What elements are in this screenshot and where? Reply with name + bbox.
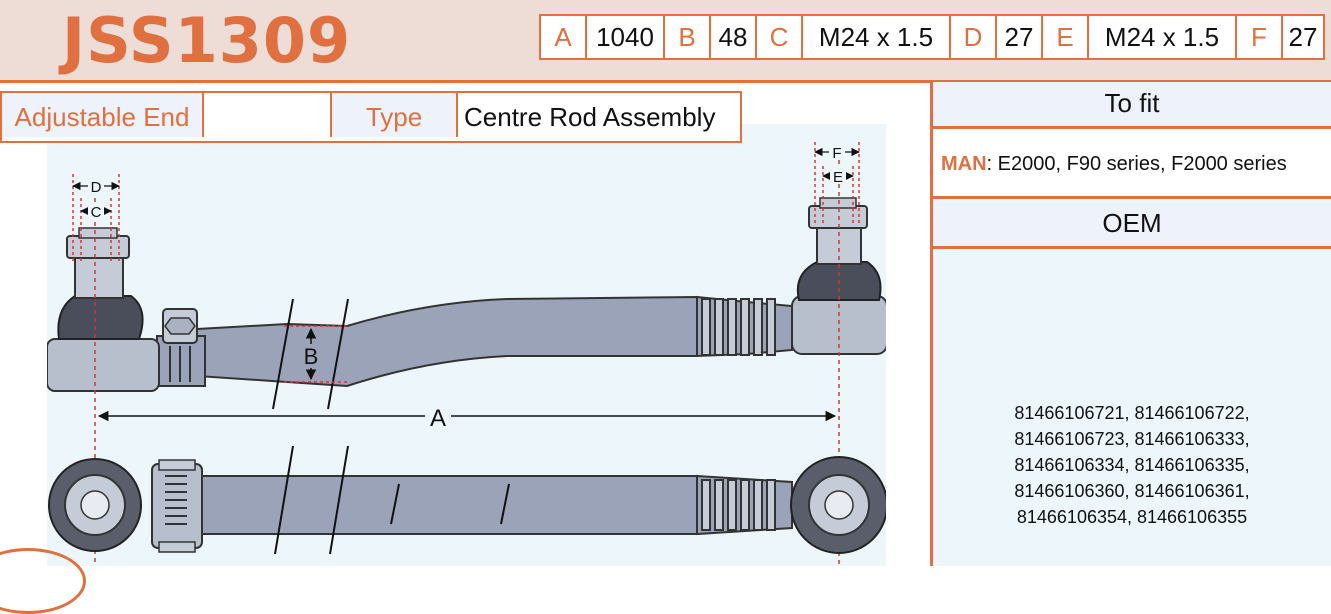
dim-label-d: D [949,16,995,58]
oem-number-list: 81466106721, 81466106722, 81466106723, 8… [933,400,1331,530]
dim-label-a: A [554,22,572,52]
dimension-table: A 1040 B 48 C M24 x 1.5 D 27 E M24 x 1.5… [539,14,1325,60]
type-label: Type [330,93,456,137]
left-joint-housing [46,338,160,392]
header-band: JSS1309 A 1040 B 48 C M24 x 1.5 D 27 E M… [0,0,1331,83]
technical-drawing: B A D C F E [46,124,888,566]
dim-value-e: M24 x 1.5 [1087,16,1235,58]
fit-models: E2000, F90 series, F2000 series [997,153,1287,175]
dim-value-b: 48 [709,16,755,58]
oem-line: 81466106354, 81466106355 [1016,507,1248,527]
knurl-bottom [701,479,776,531]
fit-make: MAN [941,153,987,175]
dim-d-label: D [91,179,102,196]
rod-body-bottom [196,475,698,535]
oem-heading: OEM [933,202,1331,249]
dim-b-label: B [304,344,319,369]
dim-label-b: B [663,16,709,58]
fitment-line: MAN: E2000, F90 series, F2000 series [933,129,1331,199]
dim-value-c: M24 x 1.5 [801,16,949,58]
type-value: Centre Rod Assembly [456,93,740,137]
oem-line: 81466106721, 81466106722, [1014,403,1250,423]
dim-value-d: 27 [995,16,1041,58]
oem-line: 81466106723, 81466106333, [1014,429,1250,449]
knurl-top [701,298,776,356]
oem-line: 81466106334, 81466106335, [1014,455,1250,475]
fit-separator: : [986,153,998,175]
dim-value-f: 27 [1281,16,1323,58]
part-number: JSS1309 [62,4,352,77]
left-joint-boot [57,295,144,340]
adjustable-end-value [202,93,330,137]
rod-body-top [196,295,698,388]
dim-label-f: F [1235,16,1281,58]
dim-c-label: C [91,204,102,221]
rod-assembly-drawing: B A D C F E [46,142,888,566]
dim-label-e: E [1041,16,1087,58]
dim-value-a: 1040 [585,16,663,58]
dim-a-label: A [430,405,446,432]
adjustable-end-label: Adjustable End [2,93,202,137]
dim-e-label: E [833,169,843,186]
type-row: Adjustable End Type Centre Rod Assembly [0,91,742,143]
to-fit-heading: To fit [933,82,1331,129]
dim-f-label: F [832,145,841,162]
dim-label-c: C [755,16,801,58]
fitment-panel: To fit MAN: E2000, F90 series, F2000 ser… [930,82,1331,566]
oem-line: 81466106360, 81466106361, [1014,481,1250,501]
